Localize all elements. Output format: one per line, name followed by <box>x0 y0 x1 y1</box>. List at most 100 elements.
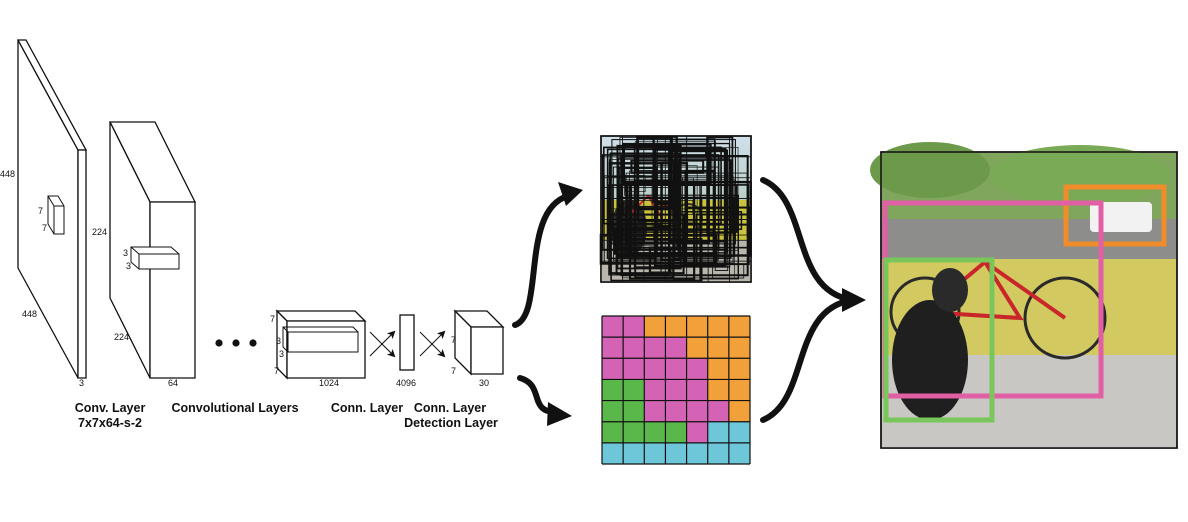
output-k1-label: 7 <box>451 335 456 345</box>
class-cell <box>623 421 645 443</box>
class-cell <box>728 379 750 401</box>
class-cell <box>686 337 708 359</box>
class-cell <box>623 337 645 359</box>
predicted-box <box>622 179 735 279</box>
class-cell <box>644 421 666 443</box>
class-cell <box>707 337 729 359</box>
predicted-box <box>695 213 750 266</box>
layer1-height-label: 448 <box>0 169 15 179</box>
caption-conn-layer-2: Conn. Layer <box>414 401 486 415</box>
class-cell <box>644 379 666 401</box>
layer1-kernel-h-label: 7 <box>42 223 47 233</box>
class-cell <box>644 442 666 464</box>
predicted-box <box>706 136 734 234</box>
class-cell <box>707 400 729 422</box>
predicted-box <box>606 175 656 260</box>
class-cell <box>623 358 645 380</box>
dog-box <box>883 257 995 423</box>
class-cell <box>728 316 750 338</box>
class-grid <box>601 315 751 465</box>
fc-size-label: 4096 <box>396 378 416 388</box>
class-cell <box>728 400 750 422</box>
curved-arrow-heads <box>547 182 866 426</box>
predicted-box <box>608 162 689 241</box>
curved-arrow <box>512 177 855 423</box>
conv-layer-2 <box>108 121 197 379</box>
predicted-box <box>608 159 727 210</box>
ellipsis-dots <box>215 339 257 347</box>
layer3-k2-label: 3 <box>276 336 281 346</box>
predicted-box <box>633 142 731 268</box>
class-cells <box>602 316 750 464</box>
class-cell <box>602 337 624 359</box>
class-probability-map <box>601 315 751 465</box>
cross-arrow <box>369 330 396 358</box>
class-cell <box>665 358 687 380</box>
class-cell <box>623 316 645 338</box>
class-cell <box>728 337 750 359</box>
layer1-depth-label: 3 <box>79 378 84 388</box>
layer2-width-label: 224 <box>114 332 129 342</box>
class-cell <box>602 442 624 464</box>
output-k2-label: 7 <box>451 366 456 376</box>
layer3-k1-label: 7 <box>270 314 275 324</box>
predicted-box <box>634 141 716 230</box>
class-cell <box>686 316 708 338</box>
caption-detection-layer: Detection Layer <box>404 416 498 430</box>
class-cell <box>602 400 624 422</box>
caption-conv1-line2: 7x7x64-s-2 <box>78 416 142 430</box>
class-cell <box>707 421 729 443</box>
layer1-width-label: 448 <box>22 309 37 319</box>
output-depth-label: 30 <box>479 378 489 388</box>
class-cell <box>665 421 687 443</box>
layer2-depth-label: 64 <box>168 378 178 388</box>
class-cell <box>644 400 666 422</box>
class-cell <box>707 379 729 401</box>
caption-conv1-line1: Conv. Layer <box>75 401 146 415</box>
conv3-kernel <box>282 326 359 353</box>
class-cell <box>644 337 666 359</box>
output-cube <box>453 309 505 376</box>
layer3-k4-label: 7 <box>274 366 279 376</box>
class-cell <box>602 379 624 401</box>
class-cell <box>686 379 708 401</box>
class-cell <box>728 358 750 380</box>
car-box <box>1063 184 1167 247</box>
class-cell <box>623 379 645 401</box>
predicted-box <box>655 202 679 250</box>
class-cell <box>602 358 624 380</box>
class-cell <box>707 358 729 380</box>
class-cell <box>665 337 687 359</box>
class-cell <box>707 316 729 338</box>
class-cell <box>623 400 645 422</box>
class-cell <box>686 442 708 464</box>
class-cell <box>644 358 666 380</box>
cross-arrow <box>419 330 446 358</box>
class-cell <box>665 316 687 338</box>
layer3-depth-label: 1024 <box>319 378 339 388</box>
layer1-kernel-w-label: 7 <box>38 206 43 216</box>
class-cell <box>623 442 645 464</box>
caption-conv-layers: Convolutional Layers <box>171 401 298 415</box>
input-kernel <box>47 195 65 235</box>
class-cell <box>707 442 729 464</box>
layer2-height-label: 224 <box>92 227 107 237</box>
fc-layer <box>399 314 415 371</box>
predicted-box <box>627 180 728 254</box>
class-cell <box>602 421 624 443</box>
conv2-kernel <box>130 246 180 270</box>
class-cell <box>644 316 666 338</box>
bounding-boxes-image <box>599 135 752 283</box>
class-cell <box>665 442 687 464</box>
class-cell <box>665 379 687 401</box>
layer3-k3-label: 3 <box>279 349 284 359</box>
class-cell <box>686 358 708 380</box>
final-detections-image <box>870 142 1178 449</box>
layer2-kernel-h-label: 3 <box>126 261 131 271</box>
predicted-box <box>634 155 712 172</box>
class-cell <box>665 400 687 422</box>
class-cell <box>686 400 708 422</box>
class-cell <box>728 442 750 464</box>
class-cell <box>686 421 708 443</box>
